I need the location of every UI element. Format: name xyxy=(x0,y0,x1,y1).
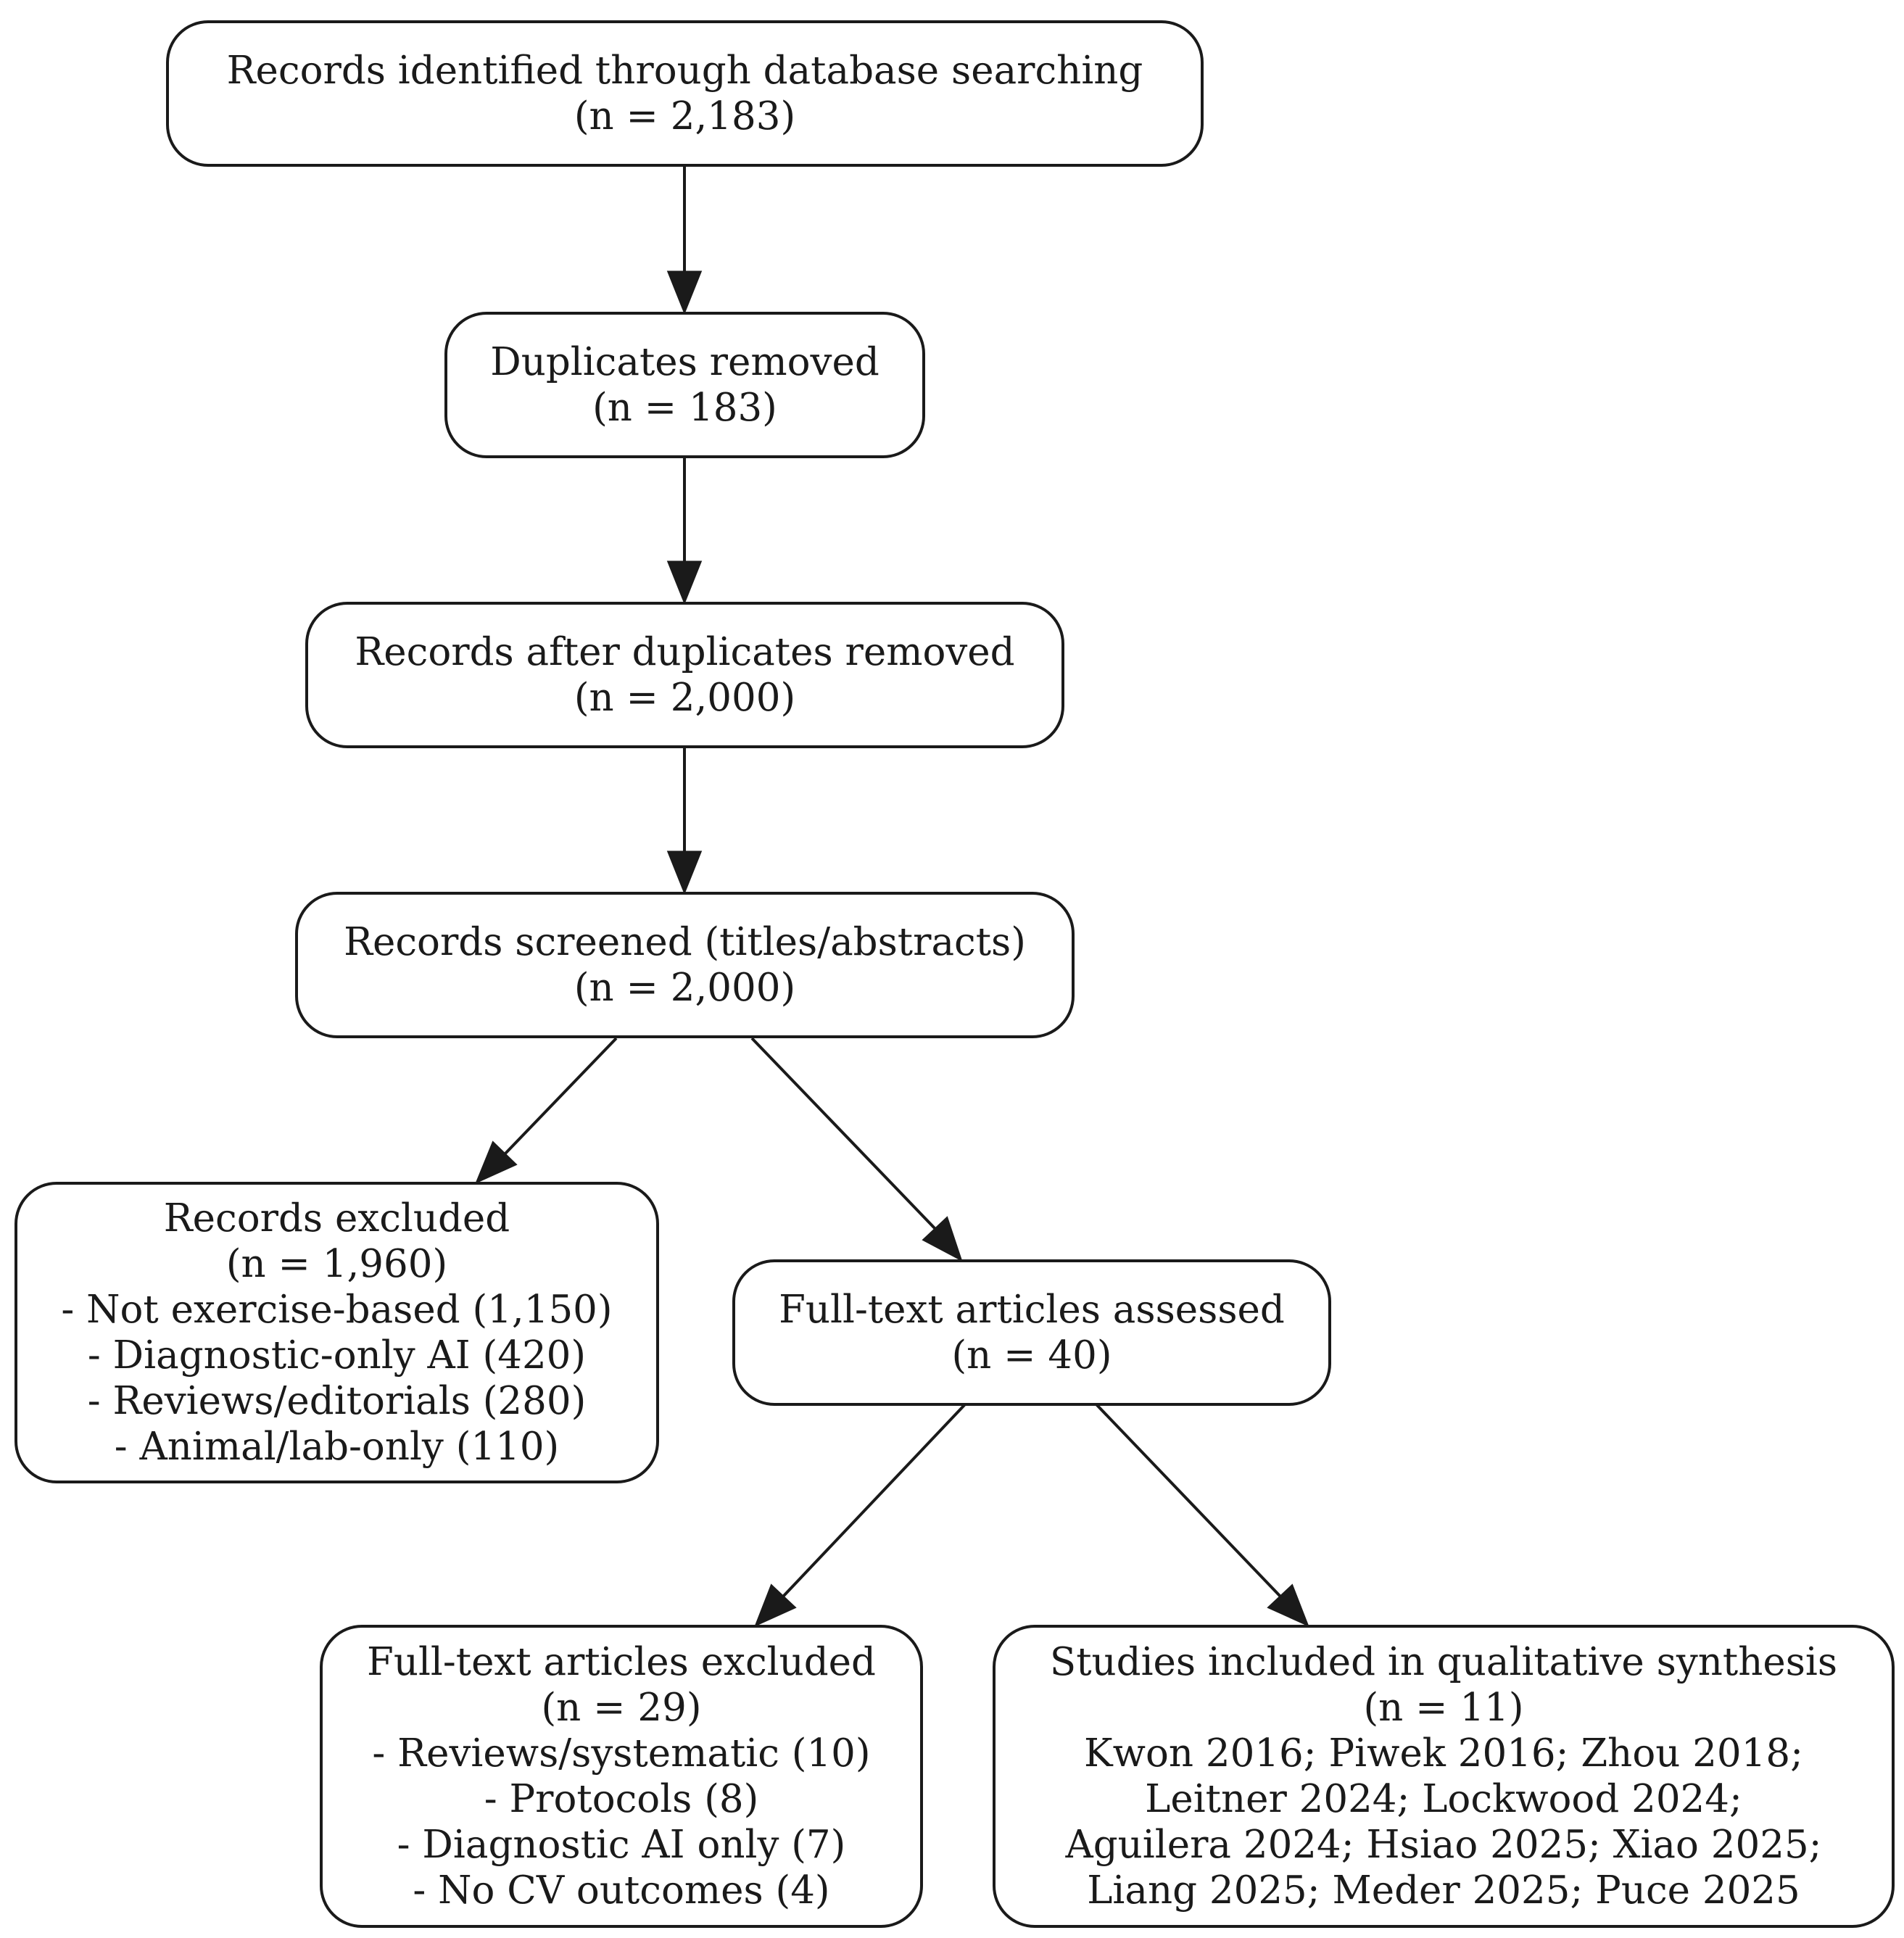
node-studies-included-study-line: Kwon 2016; Piwek 2016; Zhou 2018; xyxy=(1084,1731,1803,1776)
arrow-screened-to-fulltext xyxy=(750,1037,937,1230)
node-studies-included-count: (n = 11) xyxy=(1363,1686,1524,1730)
node-studies-included-study-line: Leitner 2024; Lockwood 2024; xyxy=(1145,1777,1742,1821)
node-fulltext-assessed: Full-text articles assessed (n = 40) xyxy=(732,1259,1331,1406)
arrowhead-duplicates-to-after-duplicates xyxy=(666,560,703,605)
node-studies-included: Studies included in qualitative synthesi… xyxy=(993,1625,1895,1928)
node-records-identified: Records identified through database sear… xyxy=(166,20,1204,167)
node-fulltext-excluded-title: Full-text articles excluded xyxy=(367,1640,876,1684)
arrowhead-fulltext-to-fulltext-excluded xyxy=(754,1583,797,1627)
arrow-fulltext-to-included xyxy=(1095,1403,1282,1598)
node-duplicates-removed: Duplicates removed (n = 183) xyxy=(444,312,925,458)
arrowhead-identified-to-duplicates xyxy=(666,270,703,315)
node-duplicates-removed-title: Duplicates removed xyxy=(490,340,879,384)
node-fulltext-excluded-reason: - Reviews/systematic (10) xyxy=(372,1731,871,1776)
node-fulltext-excluded: Full-text articles excluded (n = 29) - R… xyxy=(320,1625,923,1928)
arrowhead-fulltext-to-included xyxy=(1267,1583,1309,1627)
arrowhead-screened-to-excluded xyxy=(475,1140,518,1184)
node-records-identified-title: Records identified through database sear… xyxy=(226,49,1143,93)
node-fulltext-excluded-reason: - No CV outcomes (4) xyxy=(413,1868,830,1913)
node-records-after-duplicates-count: (n = 2,000) xyxy=(574,676,796,720)
node-fulltext-excluded-reason: - Protocols (8) xyxy=(484,1777,759,1821)
node-records-screened-title: Records screened (titles/abstracts) xyxy=(344,920,1026,964)
arrowhead-after-duplicates-to-screened xyxy=(666,850,703,895)
node-records-excluded-title: Records excluded xyxy=(163,1196,510,1241)
arrow-fulltext-to-fulltext-excluded xyxy=(782,1403,967,1598)
node-records-screened: Records screened (titles/abstracts) (n =… xyxy=(295,892,1075,1038)
node-duplicates-removed-count: (n = 183) xyxy=(592,386,777,430)
node-fulltext-assessed-count: (n = 40) xyxy=(951,1333,1112,1378)
node-records-excluded-reason: - Diagnostic-only AI (420) xyxy=(87,1333,587,1378)
node-studies-included-title: Studies included in qualitative synthesi… xyxy=(1049,1640,1838,1684)
node-records-after-duplicates-title: Records after duplicates removed xyxy=(355,630,1015,674)
node-records-screened-count: (n = 2,000) xyxy=(574,966,796,1010)
node-records-excluded-count: (n = 1,960) xyxy=(225,1242,448,1286)
node-studies-included-study-line: Aguilera 2024; Hsiao 2025; Xiao 2025; xyxy=(1065,1823,1822,1867)
node-records-excluded-reason: - Reviews/editorials (280) xyxy=(87,1379,587,1423)
node-records-excluded-reason: - Animal/lab-only (110) xyxy=(114,1425,560,1469)
node-records-after-duplicates: Records after duplicates removed (n = 2,… xyxy=(305,602,1064,748)
arrowhead-screened-to-fulltext xyxy=(922,1216,963,1262)
node-records-excluded-reason: - Not exercise-based (1,150) xyxy=(61,1288,613,1332)
node-records-identified-count: (n = 2,183) xyxy=(574,94,796,138)
node-fulltext-excluded-count: (n = 29) xyxy=(541,1686,702,1730)
node-fulltext-assessed-title: Full-text articles assessed xyxy=(779,1288,1285,1332)
arrow-screened-to-excluded xyxy=(502,1037,618,1156)
node-records-excluded: Records excluded (n = 1,960) - Not exerc… xyxy=(15,1182,659,1483)
node-fulltext-excluded-reason: - Diagnostic AI only (7) xyxy=(397,1823,846,1867)
node-studies-included-study-line: Liang 2025; Meder 2025; Puce 2025 xyxy=(1087,1868,1800,1913)
